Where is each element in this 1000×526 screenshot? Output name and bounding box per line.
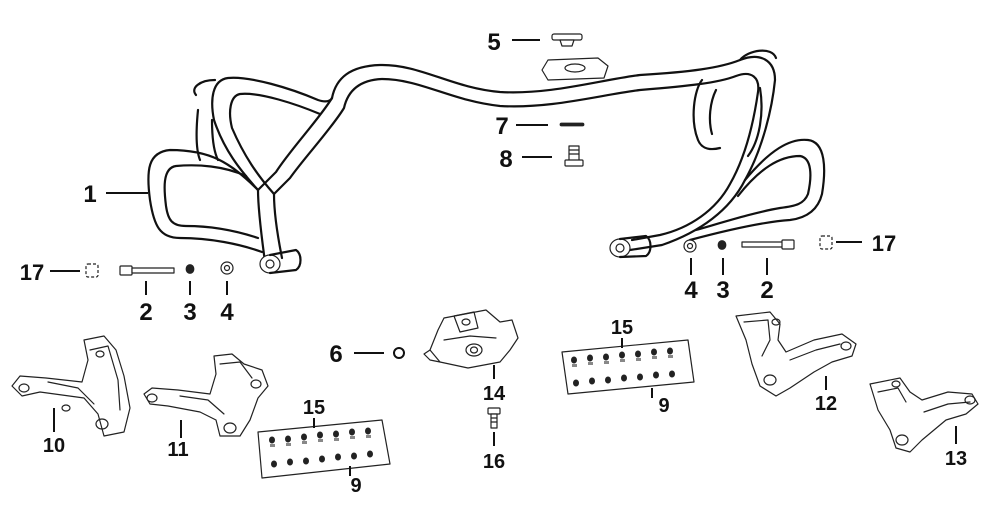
label-nuts-right: 15 [611,317,633,339]
label-clip-left: 17 [20,260,44,285]
crash-bar-frame [147,49,826,275]
bracket-10-part [11,335,131,437]
leader-lines [50,39,957,476]
label-plate-right: 9 [658,395,669,417]
label-shim: 7 [495,113,508,140]
label-center-bolt: 16 [483,451,505,473]
label-washer-right: 4 [684,277,698,304]
label-bracket-11: 11 [167,439,188,461]
label-clip-right: 17 [872,231,896,256]
label-bar: 1 [83,181,96,208]
label-washer-left: 4 [220,299,234,326]
center-bolt-part [487,407,501,429]
left-hardware-set [85,261,234,278]
label-bolt-right: 2 [760,277,773,304]
label-washer-small-right: 3 [716,277,729,304]
label-bolt-left: 2 [139,299,152,326]
bracket-13-part [869,377,979,453]
o-ring-part [393,347,405,359]
top-bolt-part [564,145,584,167]
left-nut-plate [257,419,391,479]
label-top-bolt: 8 [499,146,512,173]
label-nuts-left: 15 [303,397,325,419]
label-washer-small-left: 3 [183,299,196,326]
top-cap-part [551,33,583,47]
label-top-cap: 5 [487,29,500,56]
label-plate-left: 9 [350,475,361,497]
right-hardware-set [683,235,833,253]
bracket-12-part [735,311,857,397]
part-number-labels: 5 7 8 1 17 2 3 4 4 3 2 17 6 14 16 15 9 1… [20,29,967,497]
center-bracket-part [423,309,519,369]
label-bracket-13: 13 [945,448,967,470]
label-bracket-12: 12 [815,393,837,415]
bracket-11-part [143,353,269,437]
shim-part [559,122,585,127]
label-o-ring: 6 [329,341,342,368]
right-nut-plate [561,339,695,395]
label-center-bracket: 14 [483,383,506,405]
label-bracket-10: 10 [43,435,65,457]
